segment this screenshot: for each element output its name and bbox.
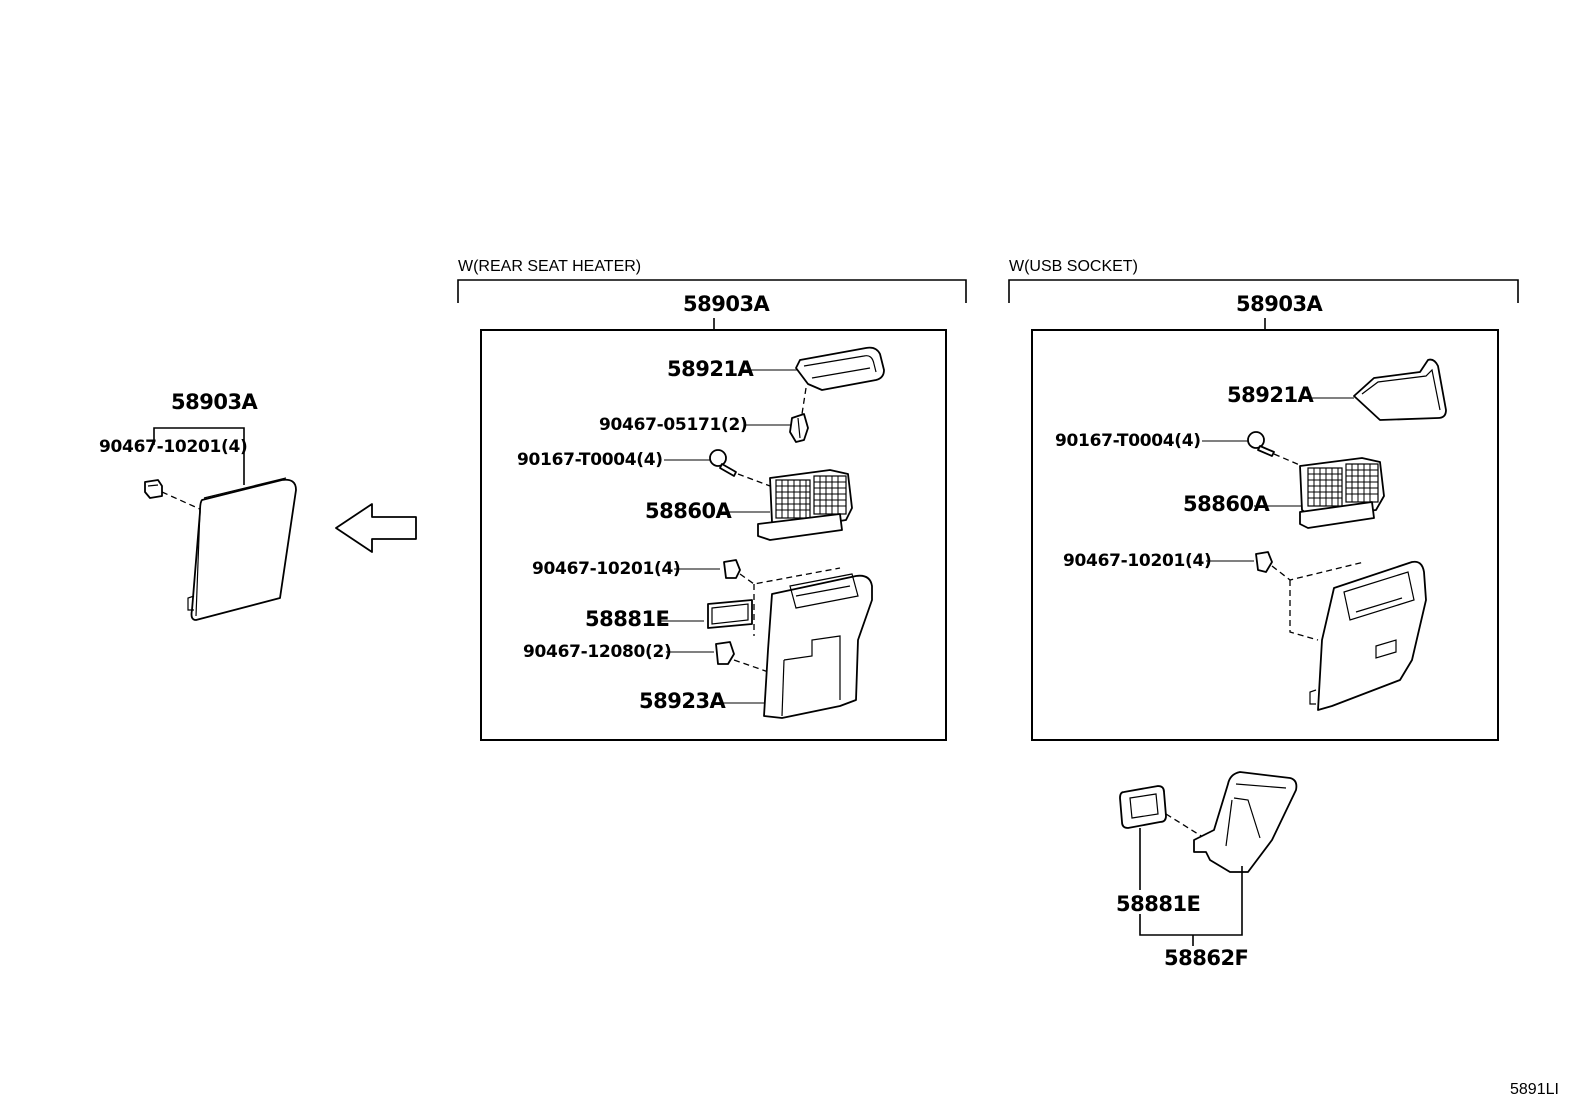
rsh-panel-icon — [763, 573, 873, 719]
rear-seat-heater-assembly: 58903A — [683, 292, 771, 316]
rsh-label-clip: 90467-10201(4) — [532, 559, 681, 579]
rsh-clip-lower-icon — [715, 641, 735, 665]
rear-seat-heater-header: W(REAR SEAT HEATER) — [458, 258, 641, 275]
rsh-label-clip-small: 90467-05171(2) — [599, 415, 748, 435]
rsh-clip-icon — [723, 559, 741, 579]
usb-label-clip: 90467-10201(4) — [1063, 551, 1212, 571]
rsh-label-vent: 58860A — [645, 499, 733, 523]
rsh-clip-small-icon — [789, 413, 809, 443]
usb-clip-icon — [1255, 551, 1273, 573]
rsh-label-plate: 58881E — [585, 607, 669, 631]
left-clip-icon — [144, 479, 163, 499]
rsh-label-panel: 58923A — [639, 689, 727, 713]
rsh-bezel-icon — [795, 346, 885, 391]
usb-panel-icon — [1309, 560, 1427, 711]
usb-socket-box — [1031, 329, 1499, 741]
rsh-screw-icon — [709, 449, 737, 477]
usb-socket-icon — [1193, 771, 1298, 873]
usb-socket-parts: 58881E 58862F — [1116, 771, 1298, 970]
rsh-plate-icon — [707, 599, 753, 629]
usb-label-vent: 58860A — [1183, 492, 1271, 516]
left-side-panel-icon — [187, 477, 297, 621]
usb-socket-assembly: 58903A — [1236, 292, 1324, 316]
rsh-label-bezel: 58921A — [667, 357, 755, 381]
usb-label-bezel: 58921A — [1227, 383, 1315, 407]
usb-screw-icon — [1247, 431, 1275, 457]
rear-seat-heater-box — [480, 329, 947, 741]
view-direction-arrow-icon — [335, 503, 417, 553]
rsh-vent-icon — [757, 469, 853, 541]
rsh-label-screw: 90167-T0004(4) — [517, 450, 663, 470]
usb-frame-icon — [1119, 785, 1167, 829]
rsh-label-clip-lower: 90467-12080(2) — [523, 642, 672, 662]
group-usb-socket: W(USB SOCKET) 58903A 58921A 90167-T0004(… — [1008, 258, 1519, 741]
usb-label-socket: 58862F — [1164, 946, 1248, 970]
diagram-code: 5891LI — [1510, 1081, 1559, 1098]
usb-label-frame: 58881E — [1116, 892, 1200, 916]
left-assembly-part-number: 58903A — [171, 390, 259, 414]
usb-bezel-icon — [1353, 358, 1447, 421]
left-clip-label: 90467-10201(4) — [99, 437, 248, 457]
group-rear-seat-heater: W(REAR SEAT HEATER) 58903A 58921A 90467-… — [457, 258, 967, 741]
left-assembly: 58903A 90467-10201(4) — [99, 390, 417, 621]
usb-vent-icon — [1299, 457, 1385, 529]
usb-label-screw: 90167-T0004(4) — [1055, 431, 1201, 451]
usb-socket-header: W(USB SOCKET) — [1009, 258, 1138, 275]
